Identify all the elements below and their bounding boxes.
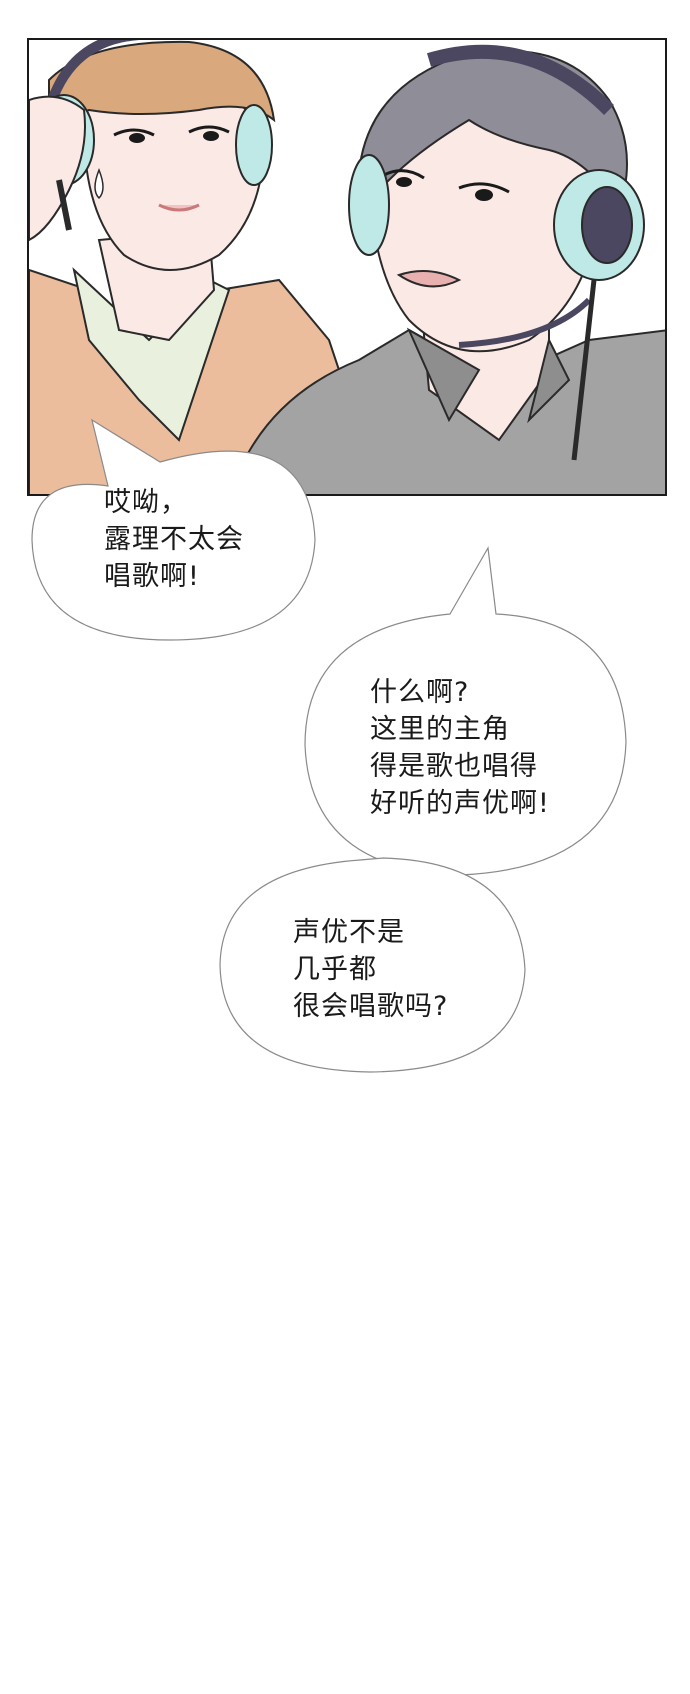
bubble-2-line-3: 得是歌也唱得 xyxy=(370,751,538,782)
bubble-2-line-4: 好听的声优啊! xyxy=(370,788,550,819)
right-character xyxy=(229,44,665,494)
bubble-3-line-2: 几乎都 xyxy=(293,954,377,985)
bubble-1-line-3: 唱歌啊! xyxy=(104,561,200,592)
bubble-1-shape xyxy=(31,418,316,641)
bubble-1-text: 哎呦， 露理不太会 唱歌啊! xyxy=(104,484,244,595)
bubble-1-line-2: 露理不太会 xyxy=(104,524,244,555)
bubble-1-line-1: 哎呦， xyxy=(104,487,188,518)
bubble-2-line-1: 什么啊? xyxy=(370,677,470,708)
panel-illustration xyxy=(29,40,665,494)
bubble-3-shape xyxy=(219,857,526,1073)
bubble-2-line-2: 这里的主角 xyxy=(370,714,510,745)
bubble-3-line-1: 声优不是 xyxy=(293,917,405,948)
comic-panel xyxy=(27,38,667,496)
bubble-3-text: 声优不是 几乎都 很会唱歌吗? xyxy=(293,914,448,1025)
bubble-2-text: 什么啊? 这里的主角 得是歌也唱得 好听的声优啊! xyxy=(370,674,550,822)
bubble-2-shape xyxy=(304,546,627,876)
bubble-3-line-3: 很会唱歌吗? xyxy=(293,991,449,1022)
